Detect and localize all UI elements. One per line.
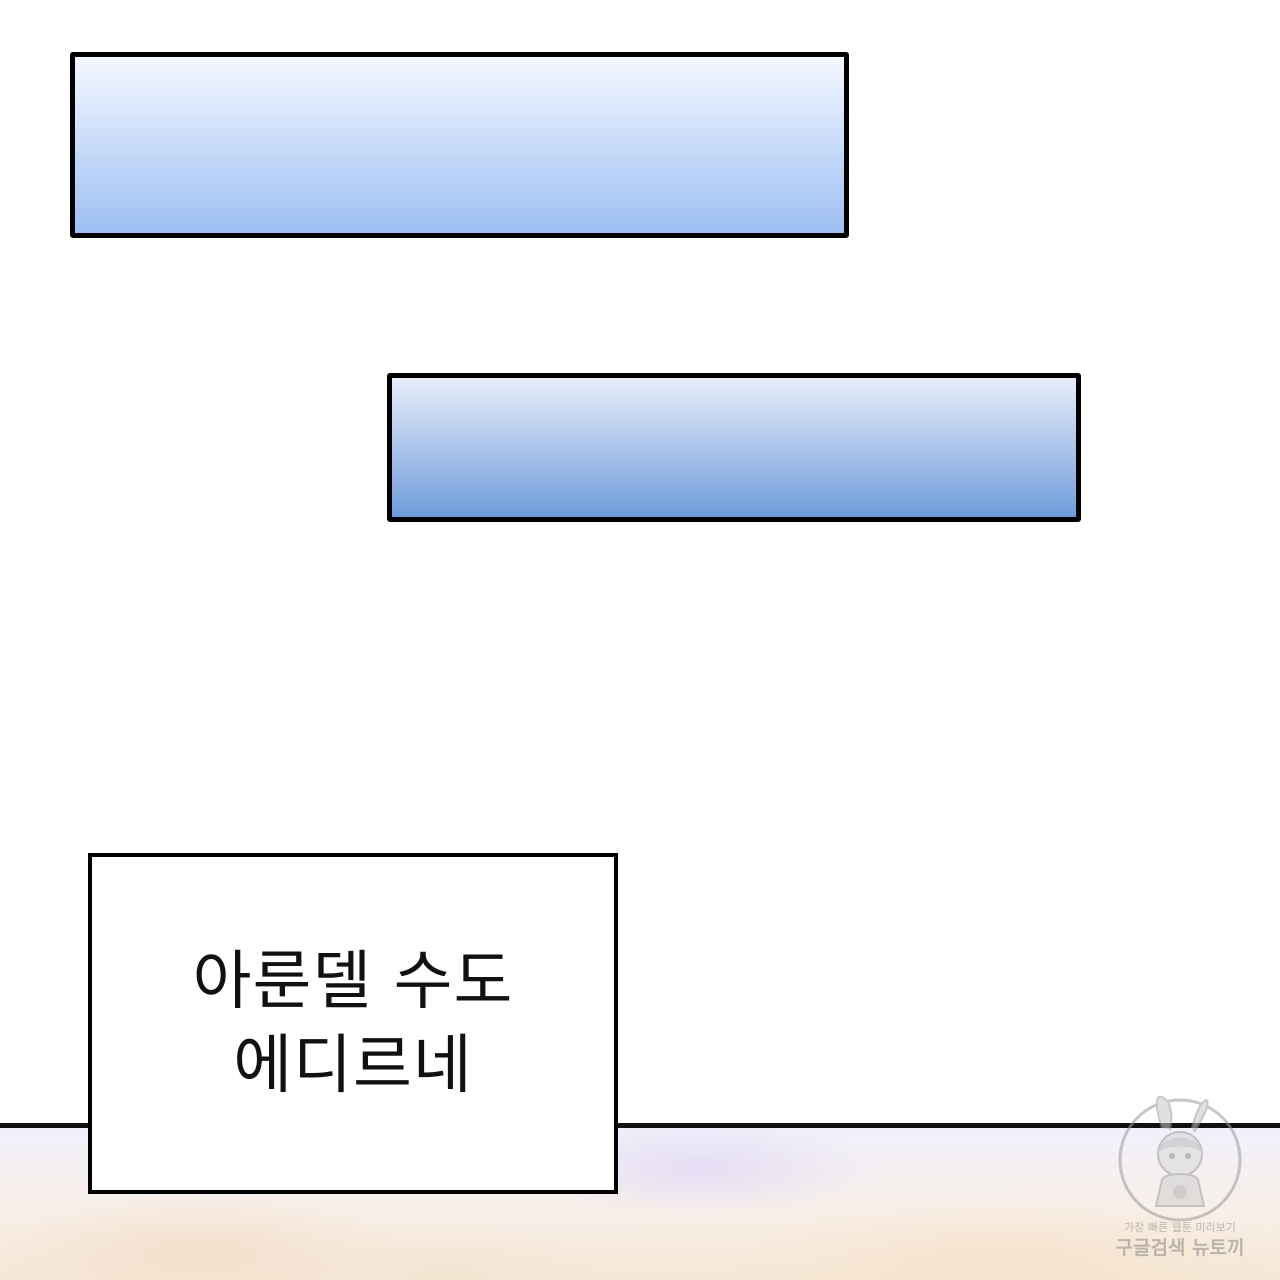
watermark-tagline: 가장 빠른 웹툰 미리보기: [1124, 1221, 1236, 1234]
narration-caption-box: 아룬델 수도 에디르네: [88, 853, 618, 1194]
watermark-site-name: 구글검색 뉴토끼: [1115, 1237, 1245, 1259]
caption-line-1: 아룬델 수도: [192, 944, 514, 1019]
rabbit-mascot-icon: [1118, 1095, 1242, 1222]
watermark: 가장 빠른 웹툰 미리보기 구글검색 뉴토끼: [1100, 1088, 1260, 1263]
caption-line-2: 에디르네: [233, 1028, 473, 1103]
sky-panel-middle: [387, 373, 1081, 522]
scene-panel-border: [0, 1123, 1280, 1128]
sky-panel-top: [70, 52, 849, 238]
